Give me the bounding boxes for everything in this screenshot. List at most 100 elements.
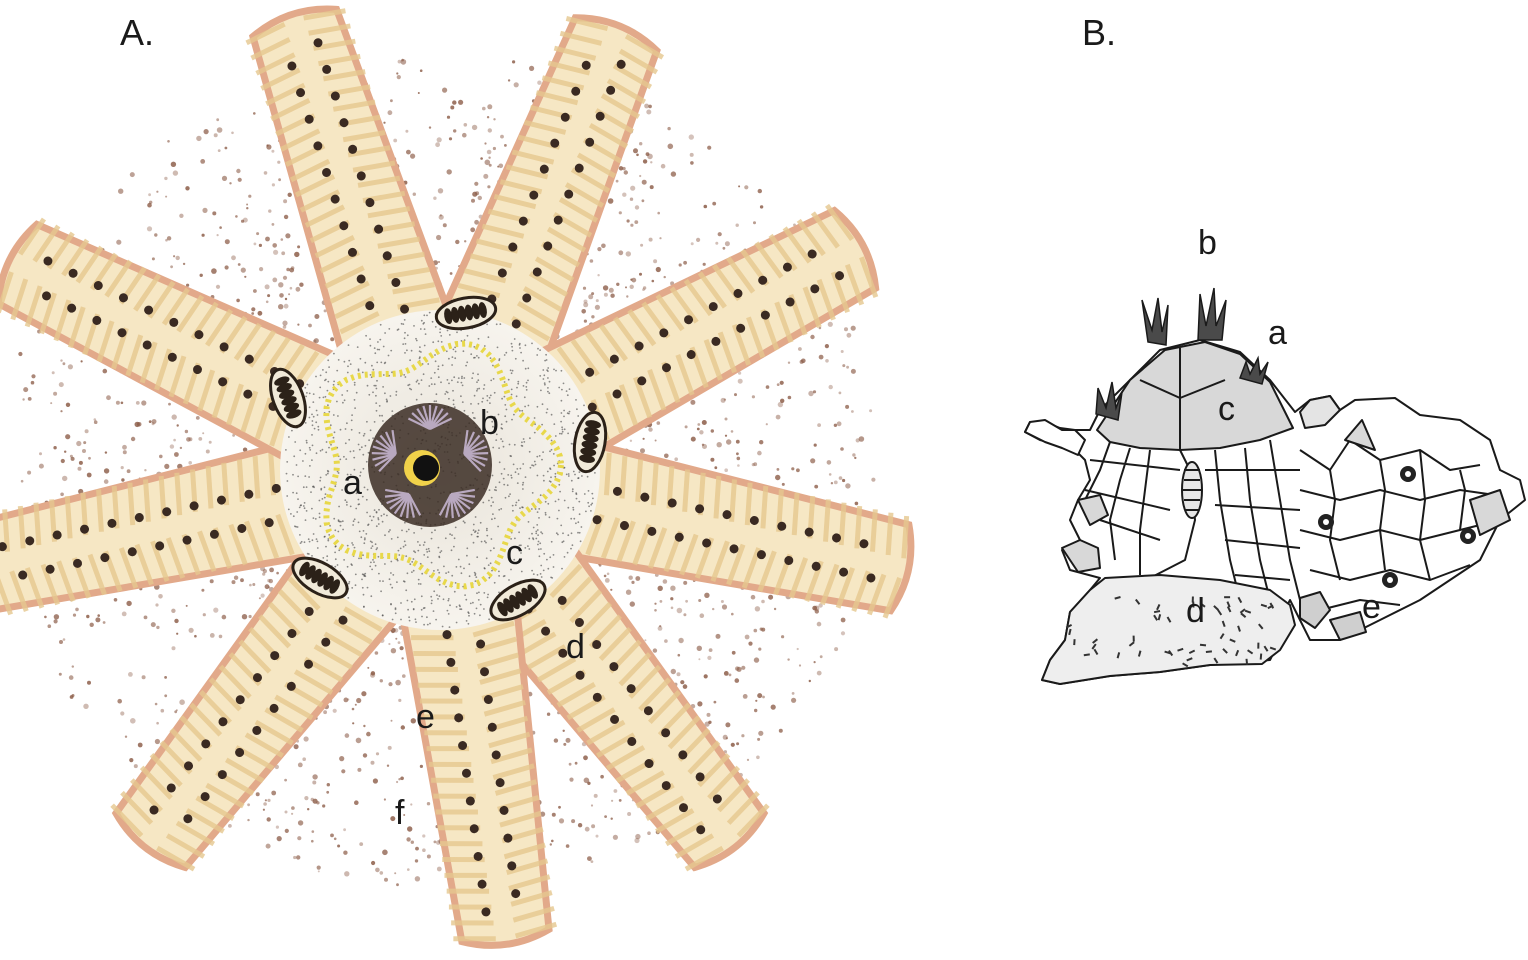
disc-dot [313,533,315,535]
stipple-dot [147,226,152,231]
disc-dot [522,482,524,484]
disc-dot [338,549,340,551]
lobe-dash [1092,644,1096,649]
stipple-dot [103,621,106,624]
stipple-dot [596,835,599,838]
disc-dot [498,447,500,449]
stipple-dot [683,261,687,265]
disc-dot [476,355,478,357]
disc-dot [325,493,327,495]
disc-dot [365,533,367,535]
disc-dot [304,387,306,389]
disc-dot [566,474,568,476]
disc-dot [292,492,294,494]
disc-dot [426,315,428,317]
disc-dot [542,403,544,405]
disc-dot [549,516,551,518]
stipple-dot [547,713,550,716]
disc-dot [366,512,368,514]
stipple-dot [716,634,721,639]
stipple-dot [722,604,727,609]
stipple-dot [371,861,375,865]
stipple-dot [155,739,160,744]
disc-dot [405,544,407,546]
disc-dot [526,389,528,391]
stipple-dot [21,480,24,483]
stipple-dot [393,139,397,143]
disc-dot [553,465,555,467]
disc-dot [447,600,449,602]
disc-dot [286,461,288,463]
disc-dot [362,454,364,456]
stipple-dot [731,743,735,747]
stipple-dot [700,613,705,618]
disc-dot [507,484,509,486]
disc-dot [354,382,356,384]
stipple-dot [149,201,152,204]
disc-dot [547,408,549,410]
stipple-dot [247,803,250,806]
stipple-dot [156,191,158,193]
disc-dot [383,346,385,348]
stipple-dot [796,468,800,472]
disc-dot [389,578,391,580]
disc-dot [382,521,384,523]
stipple-dot [396,883,399,886]
stipple-dot [407,826,412,831]
disc-dot [460,395,462,397]
stipple-dot [68,364,73,369]
stipple-dot [317,866,321,870]
stipple-dot [201,589,204,592]
stipple-dot [587,782,590,785]
disc-dot [447,379,449,381]
stipple-dot [854,457,856,459]
disc-dot [419,346,421,348]
disc-dot [439,584,441,586]
disc-dot [448,613,450,615]
disc-dot [462,401,464,403]
stipple-dot [241,220,244,223]
stipple-dot [116,401,120,405]
disc-dot [286,473,288,475]
stipple-dot [206,450,210,454]
stipple-dot [714,701,717,704]
disc-dot [430,596,432,598]
stipple-dot [383,122,385,124]
stipple-dot [583,287,586,290]
lobe-dash [1259,624,1263,629]
disc-dot [372,545,374,547]
stipple-dot [388,643,390,645]
stipple-dot [726,737,728,739]
stipple-dot [420,69,423,72]
disc-dot [395,612,397,614]
disc-dot [415,338,417,340]
disc-dot [391,538,393,540]
stipple-dot [284,215,288,219]
stipple-dot [63,638,66,641]
disc-dot [300,504,302,506]
stipple-dot [249,615,252,618]
disc-dot [371,569,373,571]
stipple-dot [366,732,371,737]
stipple-dot [367,667,369,669]
stipple-dot [512,60,515,63]
stipple-dot [272,223,275,226]
disc-dot [537,529,539,531]
disc-dot [305,396,307,398]
stipple-dot [869,409,872,412]
disc-dot [594,472,596,474]
disc-dot [381,415,383,417]
disc-dot [418,383,420,385]
stipple-dot [685,425,688,428]
label-b-arch-plate: c [1218,392,1235,426]
disc-dot [330,444,332,446]
disc-dot [421,394,423,396]
disc-dot [370,562,372,564]
stipple-dot [613,835,618,840]
disc-dot [327,473,329,475]
disc-dot [515,504,517,506]
disc-dot [294,525,296,527]
disc-dot [574,474,576,476]
stipple-dot [363,753,367,757]
disc-dot [317,541,319,543]
